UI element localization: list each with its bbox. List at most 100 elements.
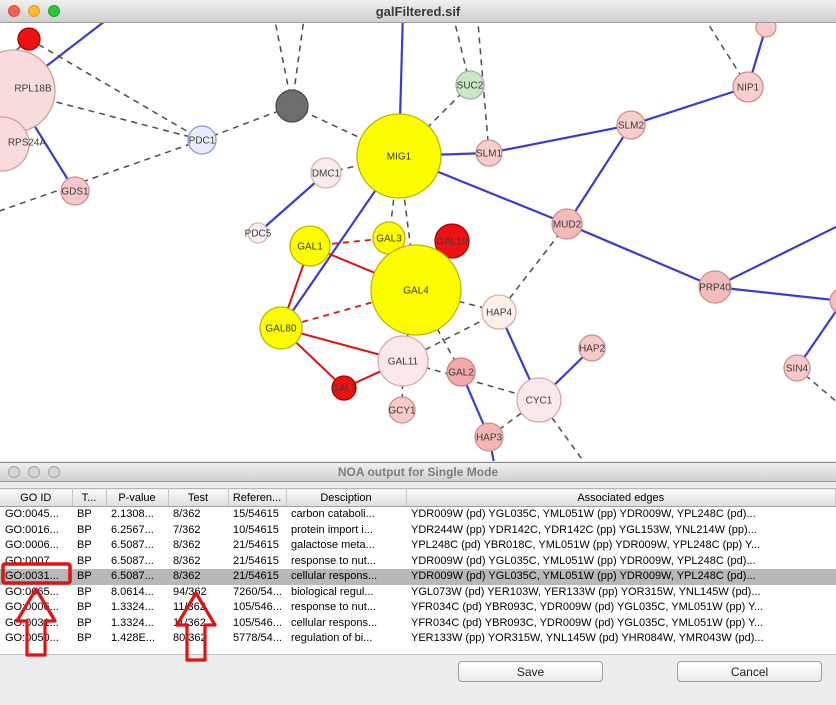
network-edge[interactable]: [714, 285, 836, 302]
network-edge[interactable]: [566, 222, 716, 289]
network-edge[interactable]: [566, 124, 632, 225]
network-node-gds1[interactable]: GDS1: [60, 176, 90, 206]
column-header-type[interactable]: T...: [72, 488, 107, 507]
network-node-prp40[interactable]: PRP40: [698, 270, 732, 304]
network-edge[interactable]: [280, 289, 417, 329]
network-node-mud2[interactable]: MUD2: [551, 208, 583, 240]
node-circle[interactable]: [516, 377, 562, 423]
node-circle[interactable]: [698, 270, 732, 304]
column-header-description[interactable]: Desciption: [286, 488, 407, 507]
results-titlebar[interactable]: NOA output for Single Mode: [0, 463, 836, 482]
network-node-slm2[interactable]: SLM2: [616, 110, 646, 140]
node-circle[interactable]: [370, 244, 462, 336]
node-circle[interactable]: [455, 70, 485, 100]
zoom-button-inactive[interactable]: [48, 466, 60, 478]
node-circle[interactable]: [259, 306, 303, 350]
network-node-dmc1[interactable]: DMC1: [310, 157, 342, 189]
network-edge[interactable]: [0, 139, 203, 215]
node-circle[interactable]: [377, 335, 429, 387]
network-edge[interactable]: [28, 38, 203, 141]
node-circle[interactable]: [829, 288, 836, 314]
network-edge[interactable]: [398, 84, 471, 157]
minimize-button[interactable]: [28, 5, 40, 17]
node-circle[interactable]: [783, 354, 811, 382]
node-circle[interactable]: [17, 27, 41, 51]
node-circle[interactable]: [356, 113, 442, 199]
node-circle[interactable]: [331, 375, 357, 401]
column-header-p-value[interactable]: P-value: [106, 488, 169, 507]
column-header-go-id[interactable]: GO ID: [0, 488, 73, 507]
node-circle[interactable]: [434, 223, 470, 259]
zoom-button[interactable]: [48, 5, 60, 17]
node-circle[interactable]: [187, 125, 217, 155]
node-circle[interactable]: [481, 294, 517, 330]
save-button[interactable]: Save: [458, 661, 603, 682]
network-node-gal4[interactable]: GAL4: [370, 244, 462, 336]
node-circle[interactable]: [732, 71, 764, 103]
network-node-gal1[interactable]: GAL1: [289, 225, 331, 267]
column-header-reference[interactable]: Referen...: [228, 488, 287, 507]
cancel-button[interactable]: Cancel: [677, 661, 822, 682]
network-node-gal11[interactable]: GAL11: [377, 335, 429, 387]
node-circle[interactable]: [310, 157, 342, 189]
network-node-hap2[interactable]: HAP2: [578, 334, 606, 362]
network-node-slm1[interactable]: SLM1: [475, 139, 503, 167]
cell-type: BP: [77, 523, 92, 536]
close-button-inactive[interactable]: [8, 466, 20, 478]
close-button[interactable]: [8, 5, 20, 17]
network-node-rps24a[interactable]: RPS24A: [0, 116, 47, 172]
minimize-button-inactive[interactable]: [28, 466, 40, 478]
network-edge[interactable]: [714, 219, 836, 288]
node-circle[interactable]: [551, 208, 583, 240]
network-node-gal80[interactable]: GAL80: [259, 306, 303, 350]
network-node-sin4[interactable]: SIN4: [783, 354, 811, 382]
network-node-top-right[interactable]: [755, 23, 777, 38]
node-circle[interactable]: [60, 176, 90, 206]
node-circle[interactable]: [247, 222, 269, 244]
node-circle[interactable]: [755, 23, 777, 38]
node-circle[interactable]: [474, 422, 504, 452]
column-header-test[interactable]: Test: [168, 488, 229, 507]
network-node-pdc1[interactable]: PDC1: [187, 125, 217, 155]
network-node-hap4[interactable]: HAP4: [481, 294, 517, 330]
node-circle[interactable]: [388, 396, 416, 424]
network-node-pdc5[interactable]: PDC5: [245, 222, 272, 244]
network-node-gray-node[interactable]: [275, 89, 309, 123]
network-node-edge-right[interactable]: [829, 288, 836, 314]
network-node-cyc1[interactable]: CYC1: [516, 377, 562, 423]
network-node-suc2[interactable]: SUC2: [455, 70, 485, 100]
node-circle[interactable]: [616, 110, 646, 140]
network-node-gcy1[interactable]: GCY1: [388, 396, 416, 424]
network-titlebar[interactable]: galFiltered.sif: [0, 0, 836, 23]
network-node-hap3[interactable]: HAP3: [474, 422, 504, 452]
network-edge[interactable]: [488, 123, 632, 155]
network-node-gal7[interactable]: GAL7: [331, 375, 357, 401]
network-node-nip1[interactable]: NIP1: [732, 71, 764, 103]
node-circle[interactable]: [446, 357, 476, 387]
cell-description: response to nut...: [291, 601, 376, 613]
node-circle[interactable]: [275, 89, 309, 123]
column-header-associated-edges[interactable]: Associated edges: [406, 488, 836, 507]
network-node-gal2[interactable]: GAL2: [446, 357, 476, 387]
node-circle[interactable]: [289, 225, 331, 267]
network-edge[interactable]: [498, 223, 568, 313]
node-circle[interactable]: [578, 334, 606, 362]
network-node-gal10[interactable]: GAL10: [434, 223, 470, 259]
network-node-top-red[interactable]: [17, 27, 41, 51]
network-edge[interactable]: [630, 85, 749, 127]
network-node-mig1[interactable]: MIG1: [356, 113, 442, 199]
node-circle[interactable]: [475, 139, 503, 167]
cell-description: response to nut...: [291, 554, 376, 567]
network-edge[interactable]: [291, 105, 400, 157]
node-circle[interactable]: [0, 116, 30, 172]
